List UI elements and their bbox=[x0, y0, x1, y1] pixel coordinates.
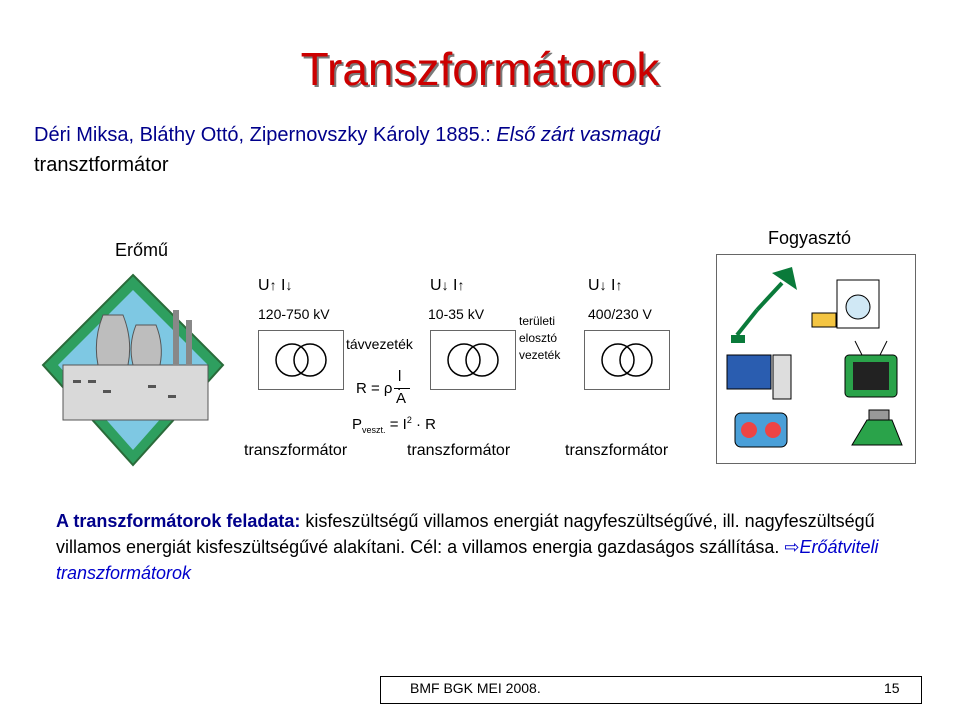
description-paragraph: A transzformátorok feladata: kisfeszülts… bbox=[56, 508, 936, 586]
transformer-box-3 bbox=[584, 330, 670, 390]
consumer-box bbox=[716, 254, 916, 464]
power-plant-illustration bbox=[41, 273, 225, 467]
radio-icon bbox=[734, 412, 788, 448]
paragraph-lead: A transzformátorok feladata: bbox=[56, 511, 301, 531]
stage3-voltage: 400/230 V bbox=[588, 306, 652, 322]
transformer-symbol-icon bbox=[601, 343, 653, 377]
footer-text: BMF BGK MEI 2008. bbox=[410, 680, 541, 696]
footer-box bbox=[380, 676, 922, 704]
stage1-arrows: U↑ I↓ bbox=[258, 277, 293, 294]
stage2-voltage: 10-35 kV bbox=[428, 306, 485, 322]
arrow-icon: ⇨ bbox=[784, 537, 800, 557]
appliances-illustration bbox=[726, 267, 903, 448]
transformer-symbol-icon bbox=[447, 343, 499, 377]
stage3-caption: transzformátor bbox=[565, 442, 669, 459]
formula-r: R = ρ · bbox=[356, 380, 402, 397]
subtitle-desc: Első zárt vasmagú bbox=[496, 124, 661, 146]
tv-icon bbox=[844, 340, 898, 398]
local-distribution-label: területi elosztó vezeték bbox=[519, 314, 561, 362]
iron-icon bbox=[851, 409, 903, 446]
washing-machine-icon bbox=[811, 279, 880, 329]
transformer-box-1 bbox=[258, 330, 344, 390]
computer-icon bbox=[726, 354, 792, 400]
page-number: 15 bbox=[884, 680, 900, 696]
transformer-symbol-icon bbox=[275, 343, 327, 377]
fraction-bar bbox=[394, 388, 410, 389]
subtitle-line2: transztformátor bbox=[34, 154, 169, 176]
stage1-caption: transzformátor bbox=[244, 442, 348, 459]
stage2-arrows: U↓ I↑ bbox=[430, 277, 465, 294]
stage2-caption: transzformátor bbox=[407, 442, 511, 459]
formula-p: Pveszt. = I2 · R bbox=[352, 415, 436, 435]
inventor-names: Déri Miksa, Bláthy Ottó, Zipernovszky Ká… bbox=[34, 124, 430, 146]
source-label: Erőmű bbox=[115, 240, 169, 260]
page-title: Transzformátorok bbox=[300, 43, 660, 95]
transformer-box-2 bbox=[430, 330, 516, 390]
formula-l: l bbox=[398, 368, 402, 385]
footer: BMF BGK MEI 2008. 15 bbox=[0, 676, 960, 704]
lamp-icon bbox=[731, 267, 797, 343]
line-label: távvezeték bbox=[346, 336, 413, 352]
paragraph-body: kisfeszültségű villamos energiát nagyfes… bbox=[56, 511, 875, 557]
stage3-arrows: U↓ I↑ bbox=[588, 277, 623, 294]
stage1-voltage: 120-750 kV bbox=[258, 306, 330, 322]
subtitle: Déri Miksa, Bláthy Ottó, Zipernovszky Ká… bbox=[34, 120, 914, 180]
year: 1885.: bbox=[429, 124, 497, 146]
consumer-label: Fogyasztó bbox=[768, 228, 852, 248]
formula-a: A bbox=[396, 390, 407, 407]
related-topic-link[interactable]: Erőátviteli transzformátorok bbox=[56, 537, 879, 583]
